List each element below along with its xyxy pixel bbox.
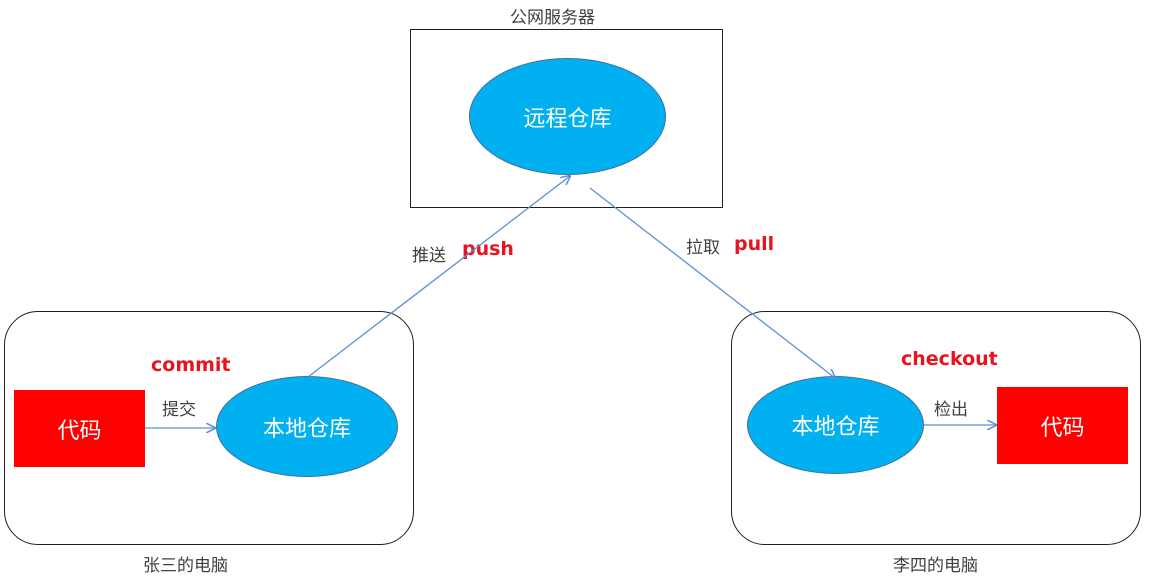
server-title: 公网服务器 bbox=[510, 8, 595, 28]
pull-command: pull bbox=[734, 233, 775, 255]
remote-repo: 远程仓库 bbox=[469, 58, 666, 175]
right-code-box: 代码 bbox=[997, 387, 1128, 464]
left-local-repo: 本地仓库 bbox=[216, 376, 398, 477]
checkout-command: checkout bbox=[901, 348, 998, 370]
left-computer-box bbox=[4, 311, 414, 545]
right-computer-box bbox=[731, 311, 1141, 545]
push-label: 推送 bbox=[412, 246, 446, 266]
checkout-label: 检出 bbox=[934, 400, 968, 420]
commit-command: commit bbox=[151, 354, 231, 376]
right-local-repo: 本地仓库 bbox=[747, 376, 924, 474]
push-arrow bbox=[307, 176, 570, 378]
left-code-box: 代码 bbox=[14, 390, 145, 467]
pull-label: 拉取 bbox=[686, 238, 720, 258]
pull-arrow bbox=[589, 187, 835, 378]
server-box bbox=[410, 29, 723, 208]
push-command: push bbox=[462, 238, 514, 260]
commit-label: 提交 bbox=[162, 400, 196, 420]
